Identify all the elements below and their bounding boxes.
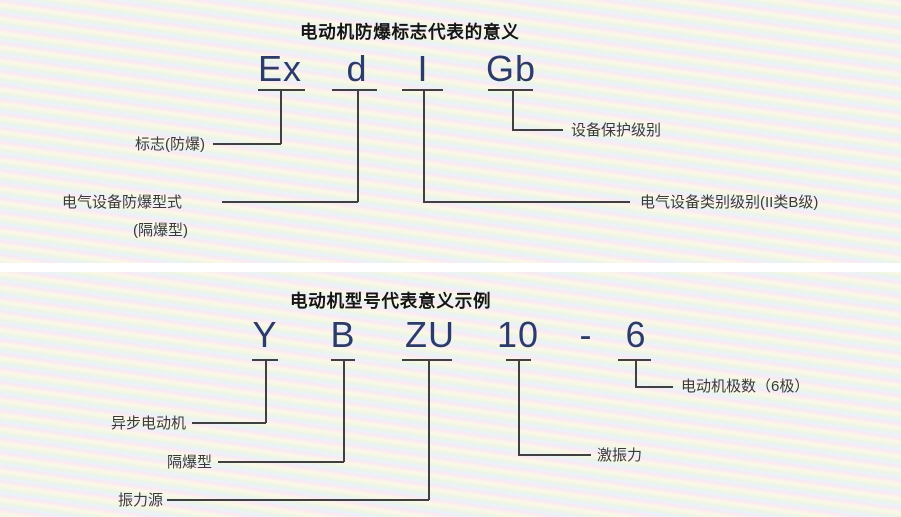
underline-zu [402,359,452,361]
connector-line-i-h [423,201,630,203]
mark-symbol-i: I [417,48,429,89]
label-category-level: 电气设备类别级别(II类B级) [640,194,819,211]
mark-symbol-d: d [346,48,368,89]
connector-line-10-h [518,454,591,456]
model-symbol-dash: - [579,314,593,355]
label-flameproof-type: 隔爆型 [166,454,212,471]
model-symbol-6: 6 [625,314,647,355]
section-divider [0,263,901,272]
connector-line-y-v [265,359,267,423]
underline-ex [258,89,305,91]
connector-line-i-v [423,89,425,202]
model-symbol-b: B [330,314,356,355]
connector-line-d-h [222,201,358,203]
connector-line-zu-h [167,499,429,501]
model-symbol-zu: ZU [405,314,455,355]
connector-line-y-h [192,422,266,424]
label-async-motor: 异步电动机 [110,415,186,432]
underline-gb [488,89,533,91]
connector-line-b-v [343,359,345,462]
label-protection-type-sub: (隔爆型) [133,222,188,239]
mark-symbol-gb: Gb [485,48,537,89]
label-protection-type: 电气设备防爆型式 [62,194,183,211]
underline-d [332,89,377,91]
connector-line-6-v [635,359,637,387]
label-exciting-force: 激振力 [597,447,643,464]
label-vibration-source: 振力源 [117,492,163,509]
connector-line-gb-h [512,129,563,131]
connector-line-6-h [635,386,673,388]
connector-line-b-h [218,461,344,463]
section-title-explosion-mark: 电动机防爆标志代表的意义 [300,22,520,42]
model-symbol-y: Y [252,314,278,355]
connector-line-zu-v [428,359,430,500]
section-title-model-example: 电动机型号代表意义示例 [290,291,492,311]
model-symbol-10: 10 [496,314,540,355]
label-equipment-protection-level: 设备保护级别 [571,122,662,139]
label-mark-explosion: 标志(防爆) [135,136,205,153]
connector-line-ex-h [213,143,281,145]
underline-6 [618,359,651,361]
connector-line-gb-v [512,89,514,130]
connector-line-10-v [518,359,520,455]
underline-i [402,89,443,91]
connector-line-d-v [357,89,359,202]
label-pole-count: 电动机极数（6极） [681,378,810,395]
connector-line-ex-v [280,89,282,144]
mark-symbol-ex: Ex [257,48,302,89]
